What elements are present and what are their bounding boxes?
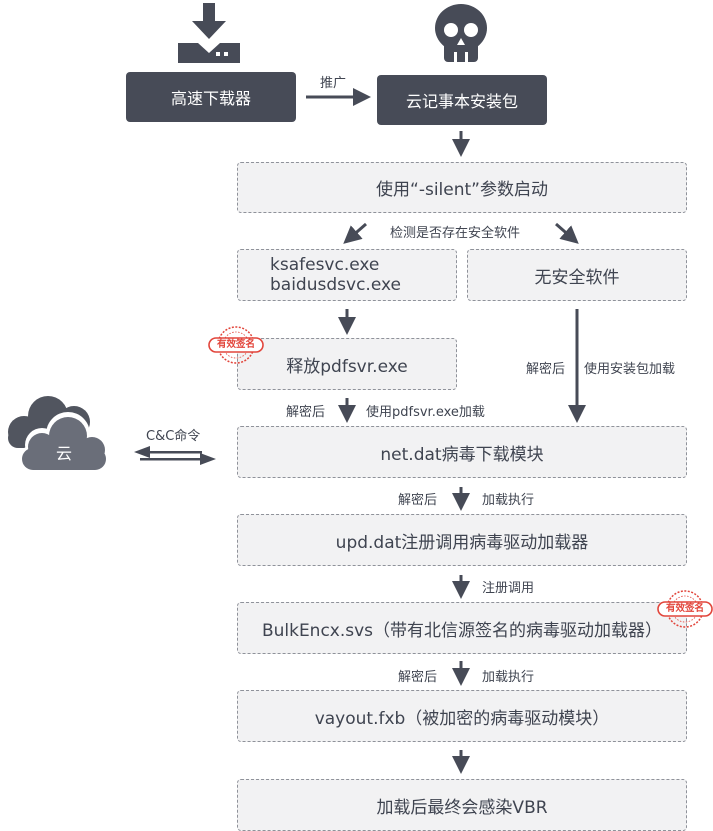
- arrow-to-av: [343, 222, 367, 244]
- cloud-icon: [8, 396, 110, 472]
- netdat-box: net.dat病毒下载模块: [237, 426, 687, 478]
- use-pdfsvr-label: 使用pdfsvr.exe加载: [366, 405, 485, 420]
- silent-label: 使用“-silent”参数启动: [376, 180, 548, 200]
- netdat-label: net.dat病毒下载模块: [380, 444, 544, 465]
- release-box: 释放pdfsvr.exe: [237, 338, 457, 390]
- final-box: 加载后最终会感染VBR: [237, 779, 687, 831]
- final-label: 加载后最终会感染VBR: [376, 797, 548, 818]
- decrypt-2-label: 解密后: [398, 493, 438, 508]
- skull-icon: [435, 4, 487, 62]
- bulk-label: BulkEncx.svs（带有北信源签名的病毒驱动加载器）: [261, 620, 663, 641]
- no-av-label: 无安全软件: [534, 267, 620, 288]
- package-label: 云记事本安装包: [405, 92, 518, 111]
- vayout-box: vayout.fxb（被加密的病毒驱动模块）: [237, 690, 687, 742]
- valid-sign-text-1: 有效签名: [216, 339, 255, 350]
- av-process-1: ksafesvc.exe: [270, 255, 380, 275]
- valid-sign-text-2: 有效签名: [665, 603, 704, 614]
- downloader-label: 高速下载器: [170, 89, 251, 108]
- valid-sign-stamp-2: 有效签名: [657, 589, 713, 629]
- decrypt-left-label: 解密后: [286, 405, 326, 420]
- detect-label: 检测是否存在安全软件: [390, 226, 521, 241]
- load-exec-1-label: 加载执行: [482, 493, 535, 508]
- load-exec-2-label: 加载执行: [482, 670, 535, 685]
- silent-box: 使用“-silent”参数启动: [237, 162, 687, 213]
- upddat-label: upd.dat注册调用病毒驱动加载器: [335, 532, 589, 553]
- bulk-box: BulkEncx.svs（带有北信源签名的病毒驱动加载器）: [237, 602, 687, 654]
- arrow-to-noav: [555, 222, 579, 244]
- av-process-2: baidusdsvc.exe: [270, 275, 401, 295]
- decrypt-3-label: 解密后: [398, 670, 438, 685]
- decrypt-right-label: 解密后: [526, 362, 566, 377]
- downloader-box: 高速下载器: [126, 72, 296, 122]
- cloud-label: 云: [56, 444, 73, 463]
- upddat-box: upd.dat注册调用病毒驱动加载器: [237, 514, 687, 566]
- register-call-label: 注册调用: [482, 581, 535, 596]
- download-tray-icon: [178, 3, 240, 63]
- cc-label: C&C命令: [146, 429, 201, 444]
- valid-sign-stamp-1: 有效签名: [208, 325, 264, 365]
- av-box: ksafesvc.exe baidusdsvc.exe: [237, 249, 457, 301]
- promote-label: 推广: [320, 76, 347, 91]
- use-package-label: 使用安装包加载: [584, 362, 676, 377]
- package-box: 云记事本安装包: [377, 75, 547, 125]
- vayout-label: vayout.fxb（被加密的病毒驱动模块）: [314, 708, 610, 729]
- no-av-box: 无安全软件: [467, 249, 687, 301]
- cc-double-arrow: [134, 446, 216, 465]
- release-label: 释放pdfsvr.exe: [286, 356, 408, 377]
